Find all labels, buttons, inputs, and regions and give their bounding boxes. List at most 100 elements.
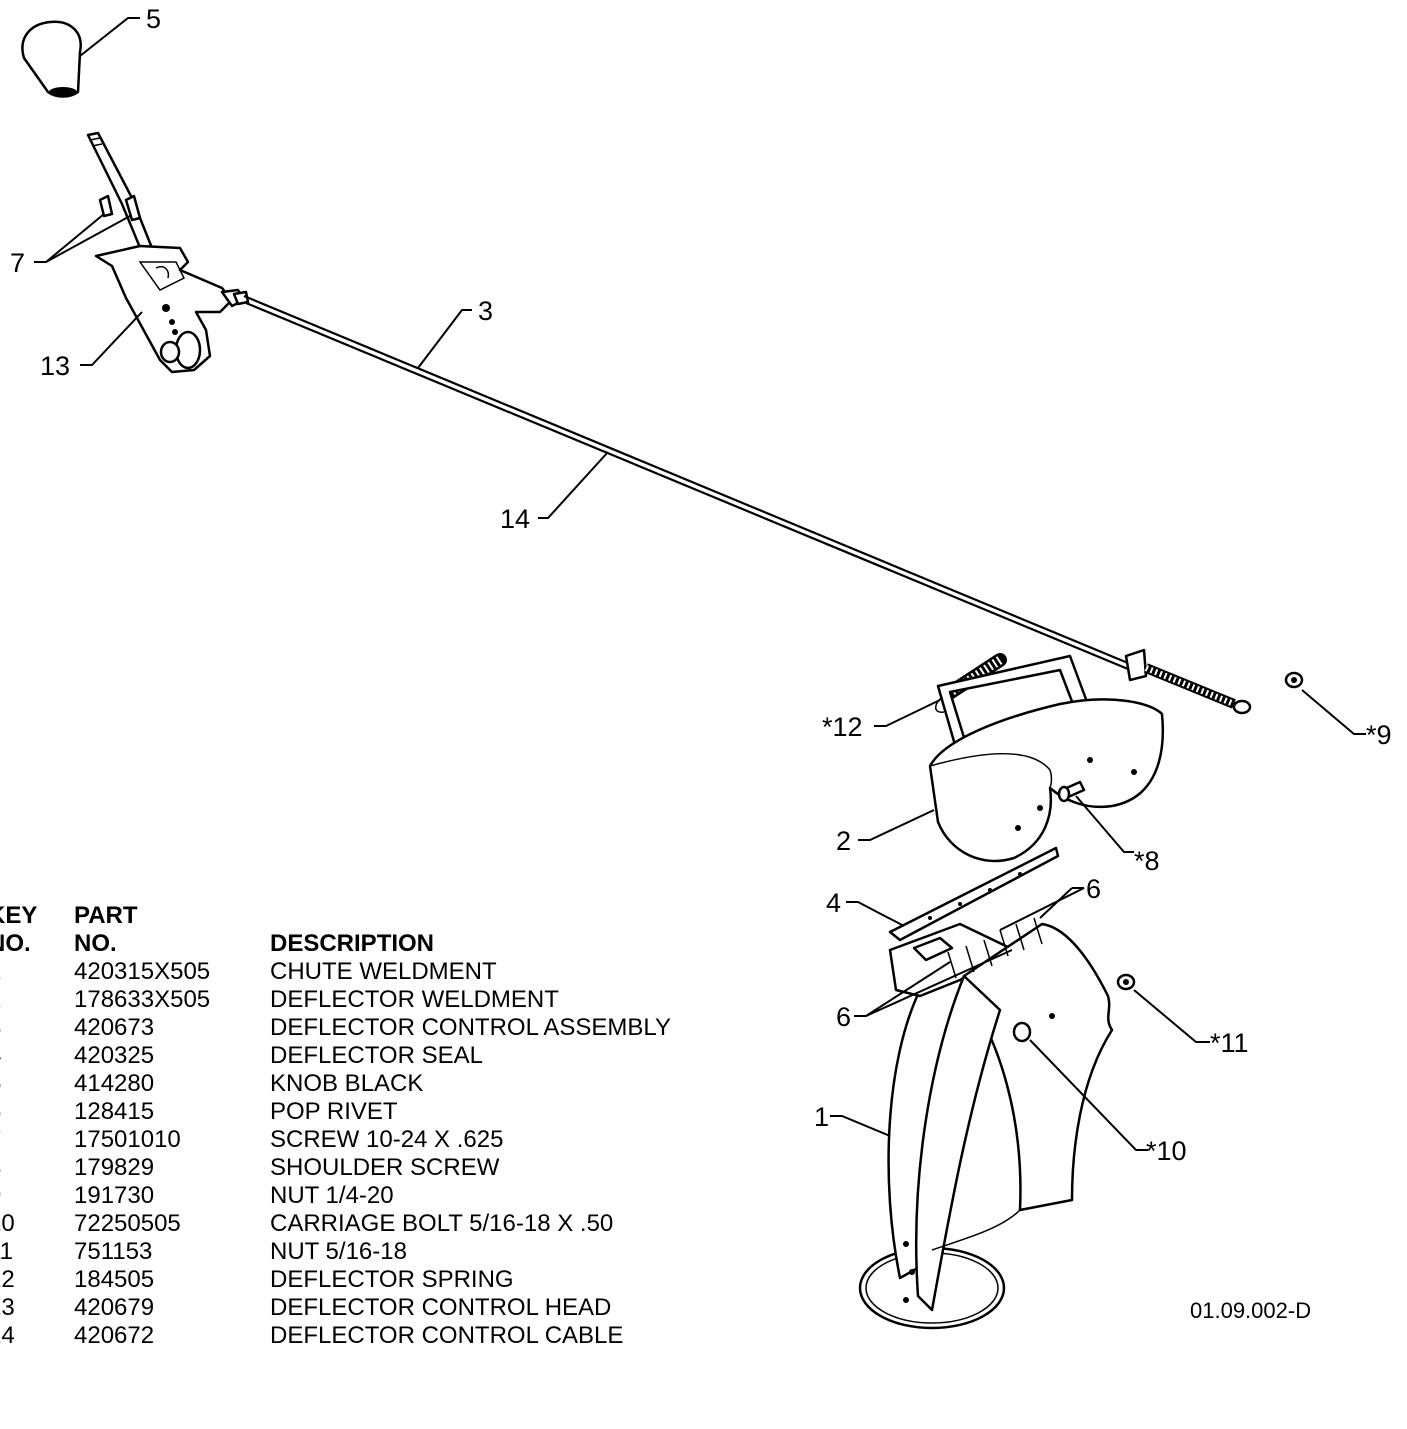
part-no-cell: 420315X505 <box>74 958 211 985</box>
leader-6a2 <box>1039 887 1073 919</box>
table-row: 4420325DEFLECTOR SEAL <box>0 1042 760 1070</box>
part-no-cell: 72250505 <box>74 1210 181 1237</box>
leader-12 <box>874 699 941 727</box>
description-cell: DEFLECTOR SPRING <box>270 1266 514 1293</box>
leader-2 <box>858 809 935 841</box>
part-no-cell: 191730 <box>74 1182 155 1209</box>
callout-14: 14 <box>500 504 530 534</box>
table-header-bottom: NO. NO. DESCRIPTION <box>0 930 760 958</box>
description-cell: DEFLECTOR CONTROL ASSEMBLY <box>270 1014 671 1041</box>
header-description: DESCRIPTION <box>270 930 435 957</box>
drawing-id: 01.09.002-D <box>1190 1298 1311 1323</box>
callout-8: *8 <box>1134 846 1160 876</box>
leader-10 <box>1029 1039 1148 1151</box>
leader-8 <box>1075 795 1134 853</box>
callout-5: 5 <box>146 4 161 34</box>
callout-6-bottom: 6 <box>836 1002 851 1032</box>
callout-6-top: 6 <box>1086 874 1101 904</box>
description-cell: DEFLECTOR WELDMENT <box>270 986 559 1013</box>
table-row: 2 178633X505 DEFLECTOR WELDMENT <box>0 986 760 1014</box>
part-no-cell: 420679 <box>74 1294 155 1321</box>
callout-11: *11 <box>1210 1028 1249 1058</box>
key-no-cell: 11 <box>0 1238 13 1265</box>
description-cell: DEFLECTOR CONTROL CABLE <box>270 1322 624 1349</box>
part-no-cell: 751153 <box>74 1238 153 1265</box>
description-cell: DEFLECTOR CONTROL HEAD <box>270 1294 612 1321</box>
table-row: 3 420673 DEFLECTOR CONTROL ASSEMBLY <box>0 1014 760 1042</box>
key-no-cell: 12 <box>0 1266 15 1293</box>
leader-4 <box>846 901 905 927</box>
nut-9-part <box>1284 671 1304 689</box>
part-no-cell: 184505 <box>74 1266 155 1293</box>
callout-9: *9 <box>1366 720 1392 750</box>
header-part-bottom: NO. <box>74 930 117 957</box>
table-row: 5 414280 KNOB BLACK <box>0 1070 760 1098</box>
key-no-cell: 1 <box>0 958 48 986</box>
part-no-cell: 420673 <box>74 1014 155 1041</box>
part-no-cell: 17501010 <box>74 1126 181 1153</box>
leader-13 <box>80 311 143 366</box>
table-row: 9 191730 NUT 1/4-20 <box>0 1182 760 1210</box>
table-row: 6 128415 POP RIVET <box>0 1098 760 1126</box>
part-no-cell: 414280 <box>74 1070 155 1097</box>
nut-11-part <box>1116 973 1136 991</box>
leader-6a <box>999 887 1085 931</box>
callout-13: 13 <box>40 351 70 381</box>
callout-12: *12 <box>822 712 863 742</box>
leader-1 <box>830 1115 891 1137</box>
key-no-cell: 9 <box>0 1182 48 1210</box>
deflector-part <box>928 654 1164 863</box>
header-key-top: KEY <box>0 902 38 929</box>
key-no-cell: 5 <box>0 1070 48 1098</box>
header-part-top: PART <box>74 902 138 929</box>
table-row: 8 179829 SHOULDER SCREW <box>0 1154 760 1182</box>
key-no-cell: 3 <box>0 1014 48 1042</box>
part-no-cell: 128415 <box>74 1098 155 1125</box>
table-row: 12 184505 DEFLECTOR SPRING <box>0 1266 760 1294</box>
key-no-cell: 8 <box>0 1154 48 1182</box>
key-no-cell: 14 <box>0 1322 15 1349</box>
parts-list-table: KEY PART NO. NO. DESCRIPTION 1 420315X505… <box>0 902 760 1350</box>
callout-3: 3 <box>478 296 493 326</box>
part-no-cell: 420672 <box>74 1322 155 1349</box>
callout-2: 2 <box>836 826 851 856</box>
description-cell: KNOB BLACK <box>270 1070 424 1097</box>
leader-11 <box>1133 989 1210 1043</box>
table-row: 1072250505CARRIAGE BOLT 5/16-18 X .50 <box>0 1210 760 1238</box>
deflector-seal-part <box>888 846 1060 942</box>
leader-7b <box>45 215 131 263</box>
description-cell: DEFLECTOR SEAL <box>270 1042 483 1069</box>
callout-10: *10 <box>1146 1136 1187 1166</box>
leader-5 <box>79 17 140 57</box>
description-cell: SCREW 10-24 X .625 <box>270 1126 504 1153</box>
callout-7: 7 <box>10 248 25 278</box>
part-no-cell: 420325 <box>74 1042 155 1069</box>
leader-14 <box>538 451 609 519</box>
description-cell: CHUTE WELDMENT <box>270 958 497 985</box>
description-cell: POP RIVET <box>270 1098 398 1125</box>
part-no-cell: 179829 <box>74 1154 155 1181</box>
description-cell: NUT 1/4-20 <box>270 1182 394 1209</box>
table-row: 11 751153 NUT 5/16-18 <box>0 1238 760 1266</box>
description-cell: CARRIAGE BOLT 5/16-18 X .50 <box>270 1210 614 1237</box>
leader-6b2 <box>865 949 1013 1017</box>
leader-7a <box>34 213 105 263</box>
control-head-part <box>86 131 250 374</box>
description-cell: SHOULDER SCREW <box>270 1154 500 1181</box>
table-header-top: KEY PART <box>0 902 760 930</box>
table-row: 14 420672 DEFLECTOR CONTROL CABLE <box>0 1322 760 1350</box>
key-no-cell: 7 <box>0 1126 48 1154</box>
description-cell: NUT 5/16-18 <box>270 1238 407 1265</box>
table-row: 13 420679 DEFLECTOR CONTROL HEAD <box>0 1294 760 1322</box>
callout-1: 1 <box>814 1102 829 1132</box>
callout-4: 4 <box>826 888 841 918</box>
control-cable-part <box>243 294 1252 715</box>
key-no-cell: 6 <box>0 1098 48 1126</box>
key-no-cell: 2 <box>0 986 48 1014</box>
table-row: 7 17501010 SCREW 10-24 X .625 <box>0 1126 760 1154</box>
knob-part <box>21 20 82 98</box>
part-no-cell: 178633X505 <box>74 986 211 1013</box>
key-no-cell: 13 <box>0 1294 15 1321</box>
header-key-bottom: NO. <box>0 930 31 957</box>
